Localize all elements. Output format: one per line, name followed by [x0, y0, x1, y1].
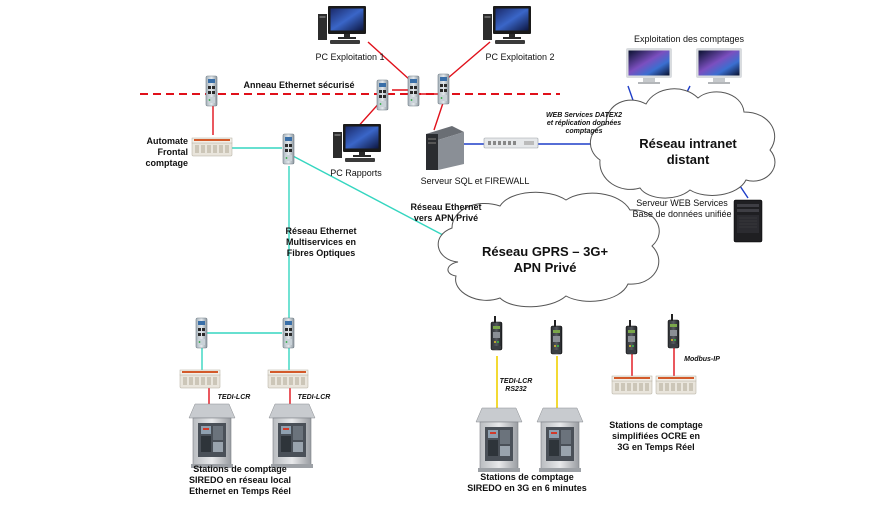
- label-tedi-lcr-2: TEDI-LCR: [297, 394, 331, 401]
- label-reseau-multiservices: Réseau Ethernet Multiservices en Fibres …: [276, 226, 366, 259]
- label-multiservices-line1: Réseau Ethernet: [285, 226, 357, 236]
- label-reseau-intranet: Réseau intranet distant: [618, 136, 758, 168]
- label-ocre-line2: simplifiées OCRE en: [611, 431, 701, 441]
- link-fiber-gprs: [290, 154, 461, 245]
- link-server-switch: [433, 99, 445, 131]
- plc-ocre-2: [655, 375, 697, 395]
- label-siredo-local-line2: SIREDO en réseau local: [188, 475, 292, 485]
- label-automate-frontal: Automate Frontal comptage: [128, 136, 188, 169]
- switch-fiber: [282, 133, 295, 165]
- automate-frontal-plc: [191, 137, 233, 157]
- pc-exploitation-2: [483, 6, 531, 44]
- label-siredo-3g-line2: SIREDO en 3G en 6 minutes: [467, 483, 587, 493]
- cloud-intranet: [590, 88, 776, 199]
- pc-rapports: [333, 124, 381, 162]
- label-reseau-ethernet-apn: Réseau Ethernet vers APN Privé: [396, 202, 496, 224]
- cabinet-siredo-3g-1: [475, 407, 523, 473]
- label-gprs-line1: Réseau GPRS – 3G+: [481, 244, 609, 259]
- label-multiservices-line2: Multiservices en: [285, 237, 357, 247]
- label-ocre-line3: 3G en Temps Réel: [617, 442, 695, 452]
- switch-ring-3: [437, 73, 450, 105]
- label-reseau-gprs: Réseau GPRS – 3G+ APN Privé: [470, 244, 620, 276]
- cabinet-siredo-1: [188, 403, 236, 469]
- label-serveur-web-line2: Base de données unifiée: [632, 209, 732, 219]
- switch-ring-left: [205, 75, 218, 107]
- server-sql-firewall: [426, 126, 464, 170]
- plc-station-2: [267, 369, 309, 389]
- gprs-modem-ocre-1: [625, 319, 638, 355]
- label-automate-line1: Automate: [146, 136, 188, 146]
- link-pc1-switch: [367, 41, 411, 81]
- switch-station-2: [282, 317, 295, 349]
- switch-ring-1: [376, 79, 389, 111]
- label-pc-exploitation-2: PC Exploitation 2: [485, 52, 555, 62]
- cabinet-siredo-2: [268, 403, 316, 469]
- gprs-modem-1: [490, 315, 503, 351]
- label-gprs-line2: APN Privé: [513, 260, 577, 275]
- gprs-modem-ocre-2: [667, 313, 680, 349]
- switch-station-1: [195, 317, 208, 349]
- label-pc-exploitation-1: PC Exploitation 1: [315, 52, 385, 62]
- label-automate-line2: Frontal: [157, 147, 189, 157]
- label-automate-line3: comptage: [145, 158, 188, 168]
- label-stations-ocre: Stations de comptage simplifiées OCRE en…: [596, 420, 716, 453]
- plc-station-1: [179, 369, 221, 389]
- label-web-services-line1: WEB Services DATEX2: [545, 112, 623, 119]
- label-pc-rapports: PC Rapports: [330, 168, 382, 178]
- label-tedi-rs232-line2: RS232: [505, 386, 527, 393]
- label-ethernet-apn-line1: Réseau Ethernet: [410, 202, 482, 212]
- label-ethernet-apn-line2: vers APN Privé: [413, 213, 479, 223]
- label-modbus-ip: Modbus-IP: [684, 356, 720, 363]
- switch-ring-2: [407, 75, 420, 107]
- label-tedi-rs232-line1: TEDI-LCR: [499, 378, 533, 385]
- imac-exploitation-1: [626, 48, 672, 84]
- label-intranet-line1: Réseau intranet: [639, 136, 737, 151]
- rack-switch: [483, 137, 539, 149]
- links-layer: [140, 41, 749, 408]
- label-web-services-line2: et réplication données: [546, 120, 622, 127]
- label-exploitation-comptages: Exploitation des comptages: [633, 34, 745, 44]
- imac-exploitation-2: [696, 48, 742, 84]
- label-serveur-web: Serveur WEB Services Base de données uni…: [612, 198, 752, 220]
- label-siredo-3g-line1: Stations de comptage: [480, 472, 574, 482]
- label-stations-siredo-local: Stations de comptage SIREDO en réseau lo…: [170, 464, 310, 497]
- label-web-services-link: WEB Services DATEX2 et réplication donné…: [524, 112, 644, 136]
- label-stations-siredo-3g: Stations de comptage SIREDO en 3G en 6 m…: [452, 472, 602, 494]
- label-intranet-line2: distant: [666, 152, 710, 167]
- cabinet-siredo-3g-2: [536, 407, 584, 473]
- label-ocre-line1: Stations de comptage: [609, 420, 703, 430]
- plc-ocre-1: [611, 375, 653, 395]
- label-siredo-local-line3: Ethernet en Temps Réel: [189, 486, 291, 496]
- label-siredo-local-line1: Stations de comptage: [193, 464, 287, 474]
- gprs-modem-2: [550, 319, 563, 355]
- link-pc2-switch: [447, 41, 491, 79]
- label-tedi-lcr-rs232: TEDI-LCR RS232: [496, 378, 536, 394]
- label-serveur-web-line1: Serveur WEB Services: [636, 198, 728, 208]
- label-serveur-sql: Serveur SQL et FIREWALL: [420, 176, 530, 186]
- label-web-services-line3: comptages: [565, 128, 603, 135]
- label-multiservices-line3: Fibres Optiques: [286, 248, 356, 258]
- label-tedi-lcr-1: TEDI-LCR: [217, 394, 251, 401]
- pc-exploitation-1: [318, 6, 366, 44]
- label-anneau-ethernet: Anneau Ethernet sécurisé: [243, 80, 355, 90]
- cloud-gprs: [437, 191, 660, 308]
